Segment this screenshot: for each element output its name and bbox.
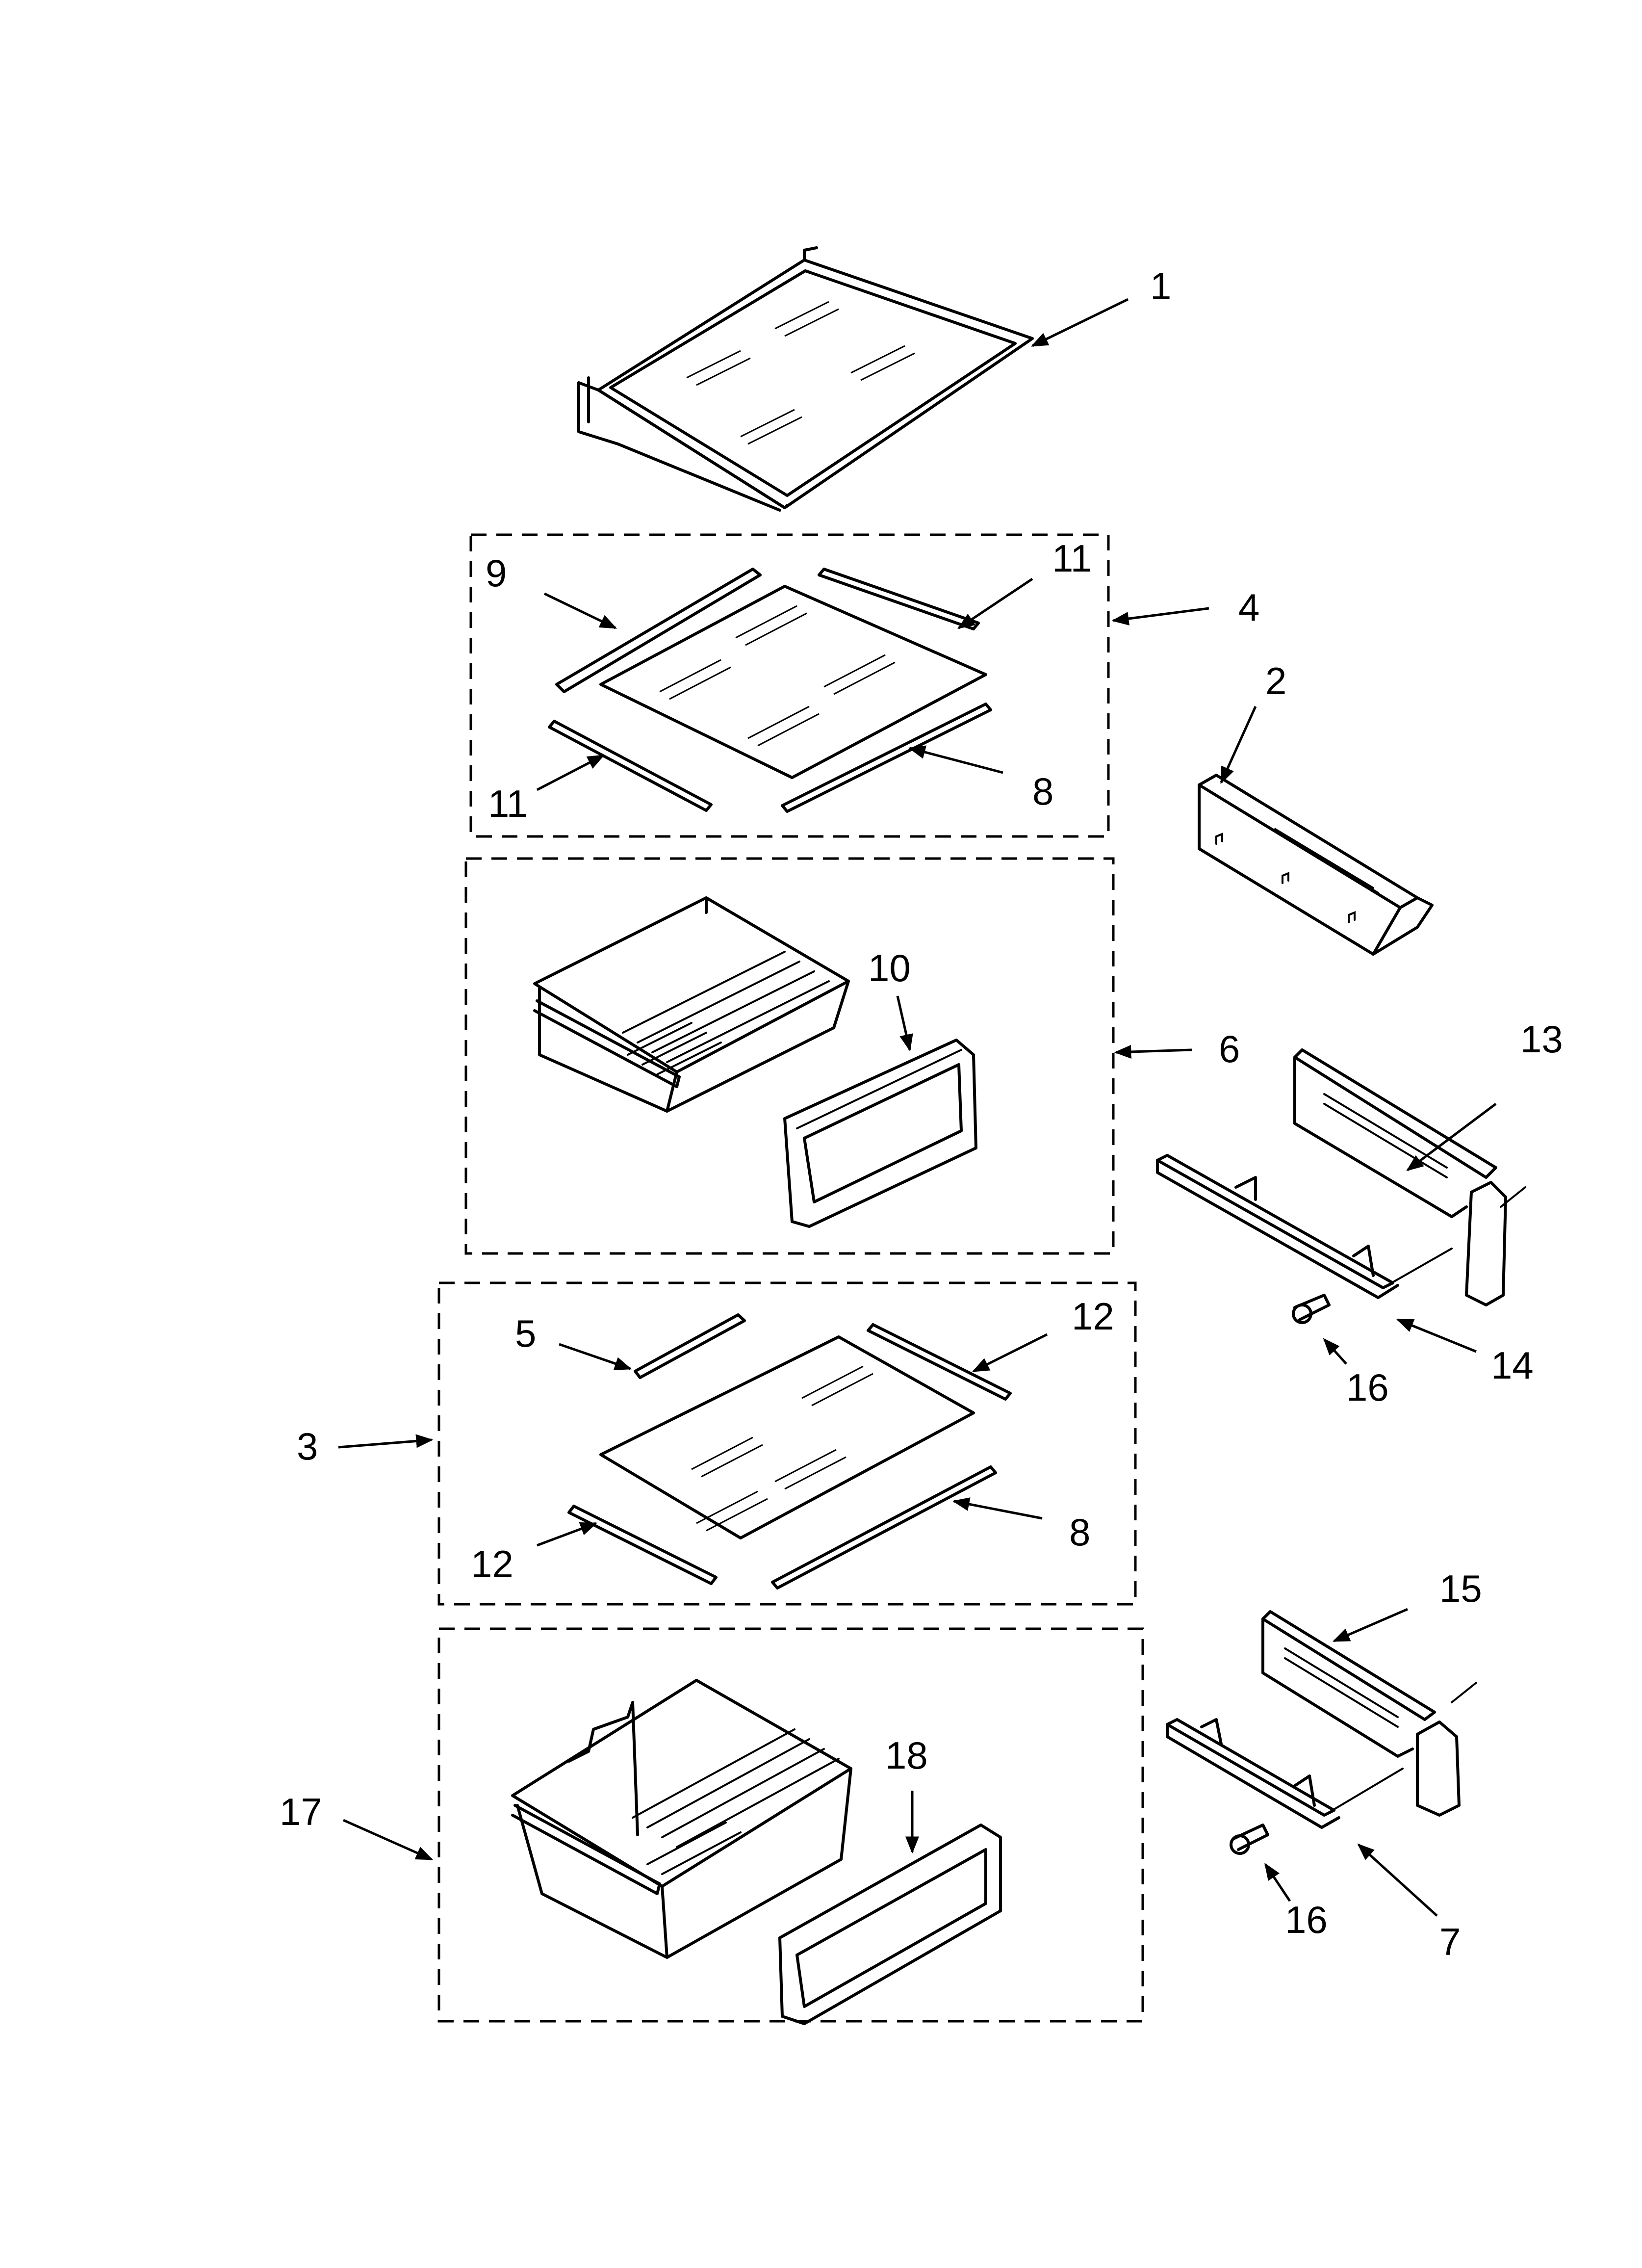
part-14-slide-rail [1156, 1154, 1453, 1299]
callout-16-top: 16 [1346, 1366, 1389, 1409]
callout-2: 2 [1265, 659, 1286, 703]
callout-8-top: 8 [1032, 770, 1053, 813]
part-glass-shelf-assembly-3 [567, 1313, 1012, 1590]
callout-13: 13 [1520, 1017, 1563, 1061]
callout-8-bottom: 8 [1069, 1511, 1090, 1554]
callout-15: 15 [1439, 1567, 1482, 1610]
callout-16-bottom: 16 [1285, 1898, 1328, 1941]
part-7-slide-rail [1166, 1718, 1404, 1829]
part-glass-shelf-assembly-4 [548, 568, 992, 813]
callout-4: 4 [1238, 586, 1259, 629]
callout-3: 3 [297, 1425, 318, 1468]
group-box-3 [437, 1281, 1137, 1606]
callout-18: 18 [885, 1734, 928, 1777]
callout-14: 14 [1491, 1344, 1534, 1387]
callout-7: 7 [1439, 1920, 1461, 1963]
callout-11-top: 11 [1052, 537, 1092, 580]
callout-17: 17 [280, 1790, 322, 1833]
callout-1: 1 [1150, 264, 1171, 308]
group-box-6 [464, 857, 1115, 1255]
part-13-panel [1293, 1048, 1526, 1306]
part-15-panel [1261, 1610, 1477, 1817]
callout-9: 9 [486, 551, 507, 595]
part-16-screw-bottom [1230, 1824, 1269, 1855]
part-freezer-basket-17 [511, 1679, 852, 1959]
callout-12-top: 12 [1072, 1295, 1114, 1338]
leader-lines [338, 298, 1497, 1917]
part-crisper-drawer-6 [533, 896, 850, 1113]
callout-11-bottom: 11 [488, 782, 528, 825]
part-2-bracket [1198, 774, 1434, 956]
group-box-17 [437, 1627, 1144, 2023]
callout-5: 5 [515, 1312, 536, 1355]
callout-labels: 1 11 9 4 2 8 11 10 6 13 12 5 14 16 3 8 1… [280, 264, 1563, 1963]
part-10-crisper-cover [783, 1039, 977, 1228]
group-box-4 [469, 533, 1110, 838]
callout-6: 6 [1219, 1027, 1240, 1070]
part-16-screw-top [1292, 1294, 1331, 1324]
part-18-basket-cover [778, 1824, 1002, 2025]
callout-12-bottom: 12 [471, 1542, 513, 1586]
part-1-top-shelf [577, 246, 1034, 512]
callout-10: 10 [868, 946, 911, 990]
